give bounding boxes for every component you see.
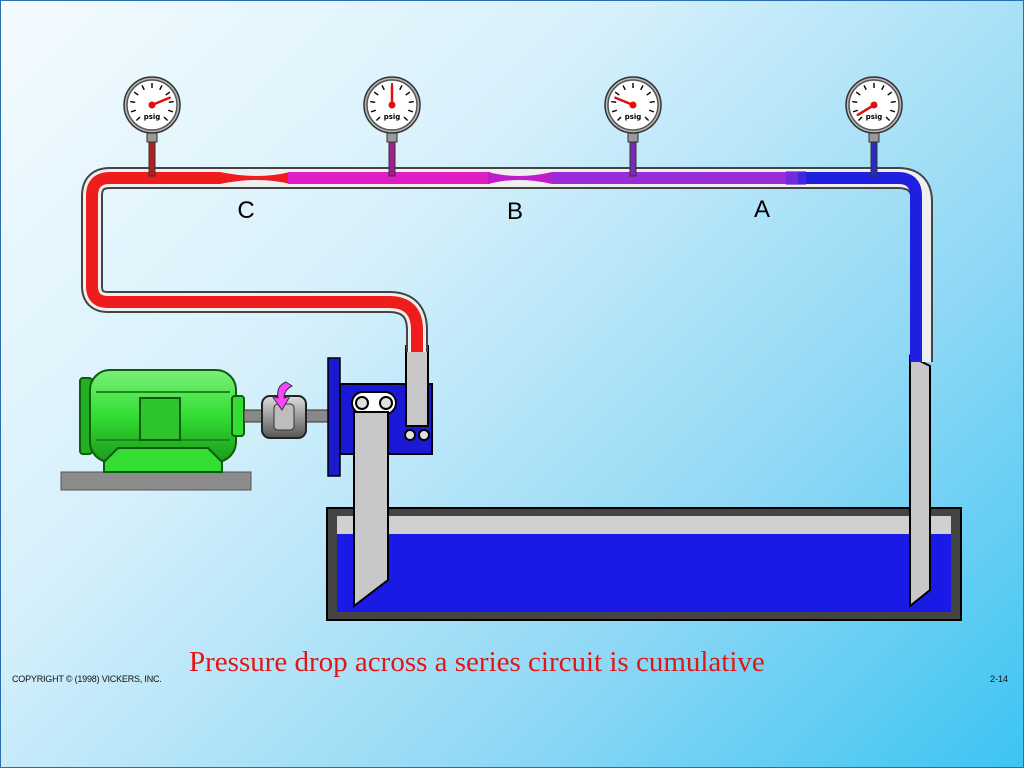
gauge-1: psig	[123, 76, 181, 177]
slide-number: 2-14	[990, 674, 1009, 684]
motor-base	[60, 471, 252, 491]
gauge-unit-label: psig	[866, 113, 883, 121]
pressure-line-high-section	[86, 172, 423, 352]
suction-pipe	[353, 411, 389, 609]
point-label-a: A	[754, 196, 770, 223]
copyright-notice: COPYRIGHT © (1998) VICKERS, INC.	[12, 674, 162, 684]
restriction-b	[488, 172, 552, 184]
pressure-line-low-section	[798, 172, 922, 362]
return-pipe	[909, 354, 931, 609]
gauges: psig psig psig psig	[123, 76, 903, 177]
point-label-b: B	[507, 198, 523, 225]
electric-motor	[79, 369, 245, 473]
slide-caption: Pressure drop across a series circuit is…	[189, 646, 765, 678]
gauge-3: psig	[604, 76, 662, 177]
pressure-line-purple-section	[552, 172, 798, 184]
gauge-4: psig	[845, 76, 903, 177]
gauge-2: psig	[363, 76, 421, 177]
gauge-unit-label: psig	[144, 113, 161, 121]
restriction-c	[220, 172, 290, 184]
pump-outlet-pipe	[405, 345, 429, 427]
reservoir-oil	[337, 534, 951, 612]
gauge-unit-label: psig	[625, 113, 642, 121]
point-label-c: C	[237, 197, 254, 224]
reservoir-tank	[326, 507, 962, 621]
gauge-unit-label: psig	[384, 113, 401, 121]
pressure-line-mid-section	[288, 172, 490, 184]
pump-flange	[327, 357, 341, 477]
